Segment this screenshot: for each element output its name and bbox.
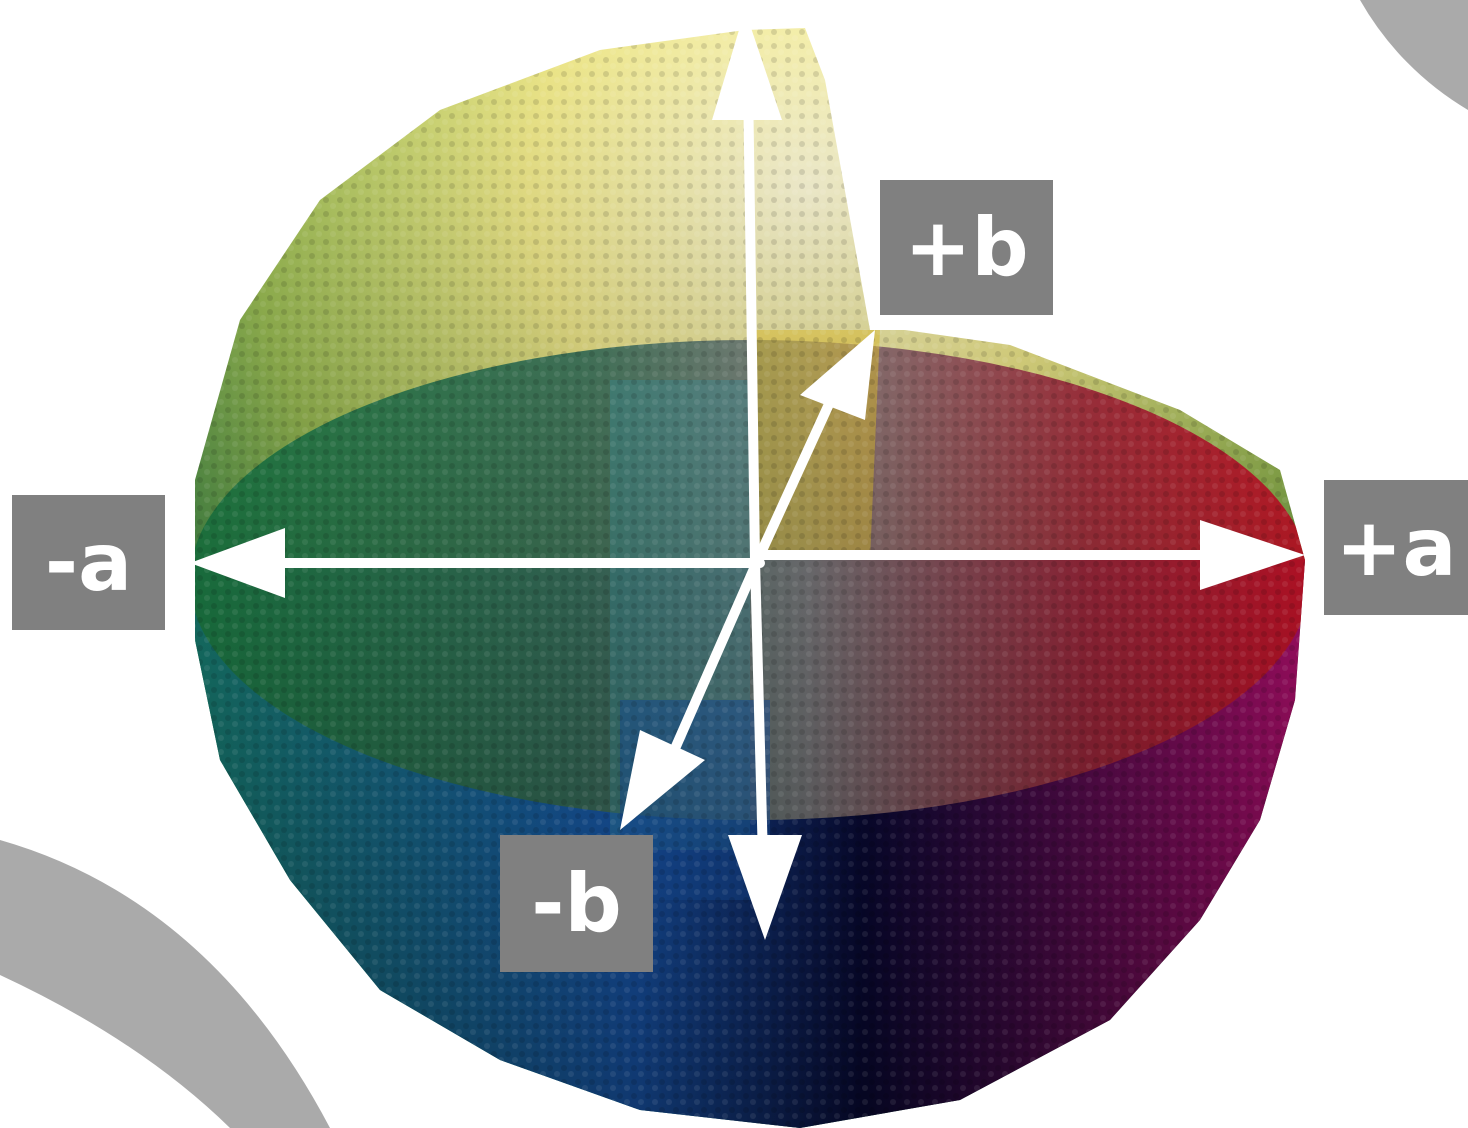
- arrowhead-minus-b: [620, 730, 705, 830]
- l-axis-down-arrow: [750, 555, 768, 865]
- arrowhead-right: [1200, 520, 1305, 590]
- label-plus-a: +a: [1324, 480, 1468, 615]
- l-axis-up-arrow: [743, 75, 760, 565]
- arrowhead-left: [190, 528, 285, 598]
- arrowhead-plus-b: [800, 330, 875, 420]
- arrow-heads: [190, 10, 1305, 940]
- decorative-arc-bottom-left-fill: [0, 840, 330, 1128]
- decorative-arc-top-right: [1360, 0, 1468, 110]
- label-minus-a: -a: [12, 495, 165, 630]
- arrowhead-down: [728, 835, 802, 940]
- label-plus-b: +b: [880, 180, 1053, 315]
- axis-arrows: [265, 75, 1215, 865]
- b-axis-down-arrow: [665, 550, 765, 765]
- b-axis-up-arrow: [755, 375, 845, 560]
- arrowhead-up: [712, 10, 782, 120]
- label-minus-b: -b: [500, 835, 653, 972]
